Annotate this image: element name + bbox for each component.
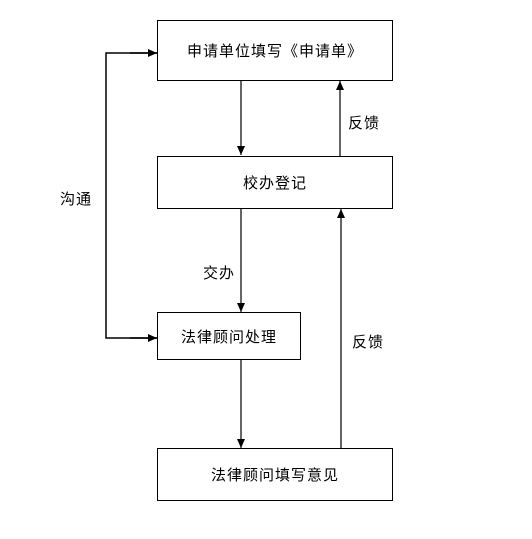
node-counsel-opinion-label: 法律顾问填写意见 — [210, 466, 339, 484]
node-counsel-opinion: 法律顾问填写意见 — [157, 448, 393, 501]
edge-label-feedback-bottom: 反馈 — [352, 333, 385, 351]
edge-label-assign: 交办 — [203, 264, 236, 282]
node-register: 校办登记 — [157, 156, 393, 209]
node-counsel-handle: 法律顾问处理 — [157, 312, 301, 360]
edge-label-communicate: 沟通 — [60, 190, 93, 208]
node-apply-form: 申请单位填写《申请单》 — [157, 20, 393, 81]
edge-label-feedback-top: 反馈 — [348, 114, 381, 132]
node-register-label: 校办登记 — [242, 174, 307, 192]
communicate-bracket — [105, 52, 157, 339]
node-counsel-handle-label: 法律顾问处理 — [180, 327, 277, 346]
node-apply-form-label: 申请单位填写《申请单》 — [186, 42, 363, 60]
